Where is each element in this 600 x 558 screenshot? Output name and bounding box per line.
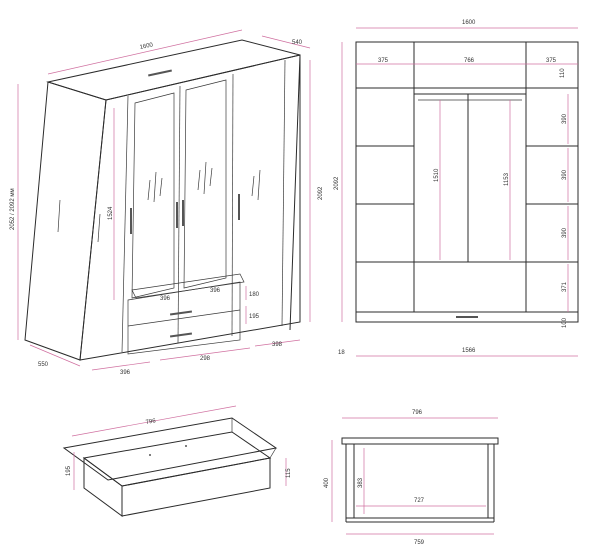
iso-drawer-h3-label: 195 bbox=[249, 314, 260, 320]
section-bottom-width-label: 759 bbox=[414, 540, 425, 546]
iso-height-label: 2052 / 2092 мм bbox=[10, 188, 16, 230]
iso-inner-height-label: 1524 bbox=[108, 206, 114, 220]
door-handle bbox=[130, 208, 132, 234]
iso-drawer-gap-label: 396 bbox=[160, 296, 171, 302]
front-inner-width-label: 1566 bbox=[462, 348, 476, 354]
wardrobe-isometric: 1600 540 2052 / 2092 мм 2092 1524 396 39… bbox=[10, 29, 324, 376]
front-bottom-gap-label: 100 bbox=[562, 317, 568, 328]
front-total-width-label: 1600 bbox=[462, 20, 476, 26]
wardrobe-top bbox=[46, 39, 301, 101]
iso-bottom-w2-label: 298 bbox=[200, 356, 211, 362]
top-handle bbox=[148, 69, 172, 77]
section-height-label: 400 bbox=[324, 477, 330, 488]
drawer-side-panel bbox=[121, 457, 271, 517]
iso-drawer-h2-label: 396 bbox=[210, 288, 221, 294]
front-right-width-label: 375 bbox=[546, 58, 557, 64]
door-handle bbox=[176, 202, 178, 228]
drawer-top-outline bbox=[62, 417, 278, 481]
drawer-section-top bbox=[341, 437, 499, 445]
front-shelf-2-label: 390 bbox=[562, 169, 568, 180]
front-shelf-3-label: 390 bbox=[562, 227, 568, 238]
front-left-width-label: 375 bbox=[378, 58, 389, 64]
front-total-height-label: 2092 bbox=[334, 176, 340, 190]
front-mid-width-label: 766 bbox=[464, 58, 475, 64]
drawer-handle bbox=[169, 310, 193, 316]
right-mirror-door bbox=[183, 79, 227, 289]
front-top-shelf-label: 110 bbox=[560, 68, 566, 78]
iso-width-label: 1600 bbox=[139, 42, 154, 51]
front-frame bbox=[355, 41, 579, 323]
drawer-iso-inner-height-label: 115 bbox=[286, 468, 292, 478]
front-hang-right-label: 1153 bbox=[504, 172, 510, 186]
iso-drawer-h1-label: 180 bbox=[249, 292, 260, 298]
front-shelf-4-label: 371 bbox=[562, 281, 568, 292]
drawer-iso-width-label: 796 bbox=[145, 418, 157, 426]
front-plinth-label: 18 bbox=[338, 350, 345, 356]
front-drawer-handle bbox=[456, 316, 478, 318]
section-top-width-label: 796 bbox=[412, 410, 423, 416]
iso-bottom-w3-label: 398 bbox=[272, 342, 283, 348]
iso-bottom-w1-label: 396 bbox=[120, 370, 131, 376]
door-handle bbox=[238, 194, 240, 220]
wardrobe-left-side bbox=[24, 81, 107, 361]
drawer-handle bbox=[169, 332, 193, 338]
drawer-isometric: 796 195 115 bbox=[62, 405, 292, 517]
drawer-iso-outer-height-label: 195 bbox=[66, 465, 72, 476]
wardrobe-front-view: 1600 375 766 375 110 2092 1510 1153 390 … bbox=[334, 20, 579, 357]
section-inner-height-label: 383 bbox=[358, 477, 364, 488]
iso-bottom-depth-label: 550 bbox=[38, 362, 49, 368]
front-shelf-1-label: 390 bbox=[562, 113, 568, 124]
iso-side-height-label: 2092 bbox=[318, 186, 324, 200]
drawer-section: 796 400 383 727 759 bbox=[324, 410, 499, 546]
left-mirror-door bbox=[131, 92, 175, 299]
section-inner-width-label: 727 bbox=[414, 498, 425, 504]
front-hang-left-label: 1510 bbox=[434, 168, 440, 182]
iso-depth-label: 540 bbox=[292, 40, 303, 46]
door-handle bbox=[182, 200, 184, 226]
